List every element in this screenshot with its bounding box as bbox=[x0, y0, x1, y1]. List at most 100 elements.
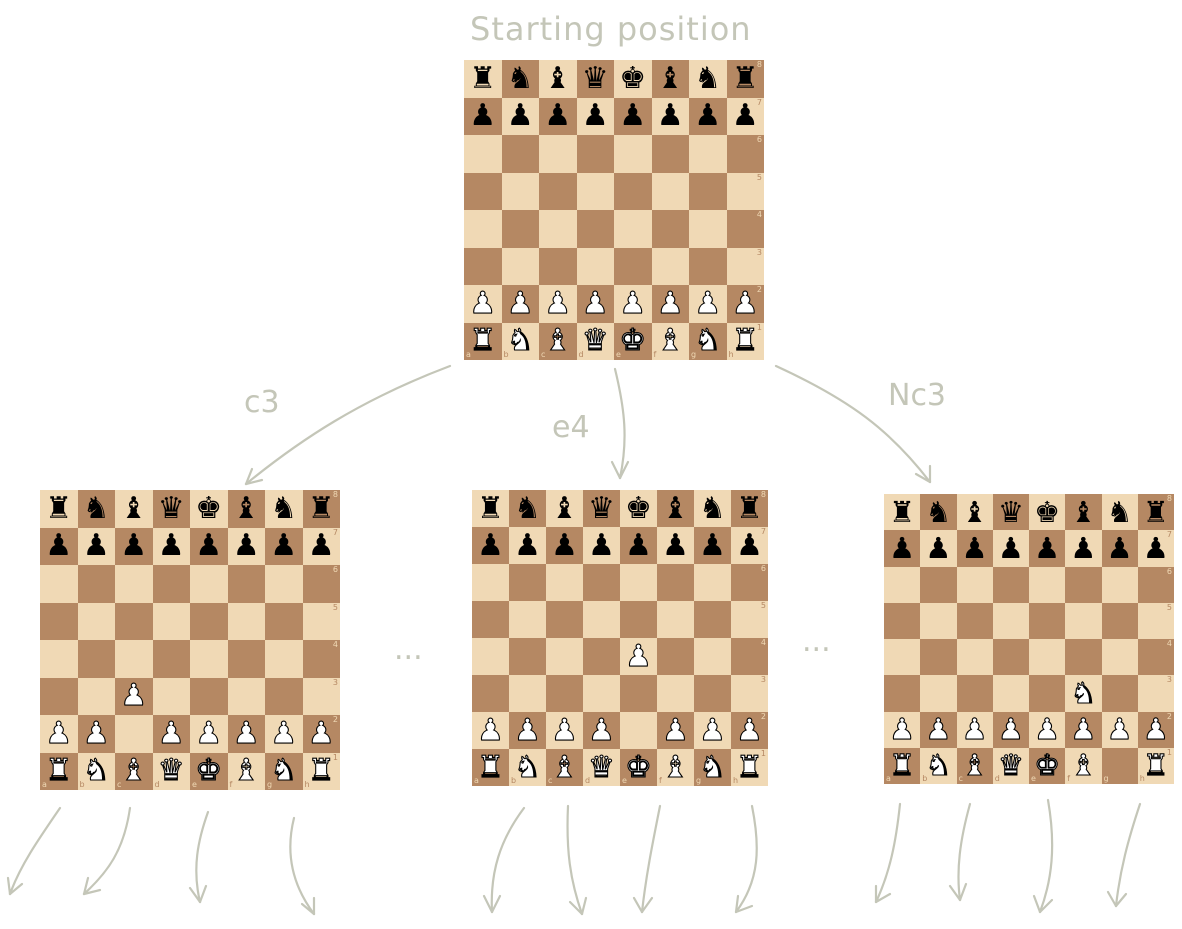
square-e6 bbox=[620, 564, 657, 601]
rank-label: 5 bbox=[760, 601, 766, 610]
square-f7: ♟ bbox=[651, 97, 689, 135]
file-label: h bbox=[1139, 774, 1145, 783]
square-e5 bbox=[190, 602, 228, 640]
square-b7: ♟ bbox=[501, 97, 539, 135]
black-pawn-icon: ♟ bbox=[544, 98, 572, 134]
rank-label: 5 bbox=[756, 172, 762, 182]
black-pawn-icon: ♟ bbox=[1034, 530, 1061, 565]
file-label: c bbox=[541, 350, 546, 359]
square-a8: ♜ bbox=[40, 490, 78, 528]
square-d1: ♛d bbox=[576, 322, 614, 360]
square-g7: ♟ bbox=[1101, 530, 1138, 567]
square-e8: ♚ bbox=[1029, 494, 1066, 531]
file-label: b bbox=[79, 780, 85, 789]
black-pawn-icon: ♟ bbox=[736, 527, 763, 563]
square-e2 bbox=[620, 712, 657, 749]
black-pawn-icon: ♟ bbox=[625, 527, 652, 563]
square-h2: ♟2 bbox=[1137, 711, 1174, 748]
white-king-icon: ♚ bbox=[1034, 748, 1061, 783]
file-label: g bbox=[691, 350, 697, 359]
black-rook-icon: ♜ bbox=[469, 60, 497, 96]
square-g1: ♞g bbox=[265, 752, 303, 790]
square-f2: ♟ bbox=[227, 715, 265, 753]
white-pawn-icon: ♟ bbox=[232, 715, 260, 751]
square-h3: 3 bbox=[731, 675, 768, 712]
square-b8: ♞ bbox=[77, 490, 115, 528]
square-a1: ♜a bbox=[464, 322, 502, 360]
square-e3 bbox=[190, 677, 228, 715]
white-pawn-icon: ♟ bbox=[550, 712, 578, 748]
square-f3: ♞ bbox=[1065, 675, 1102, 712]
black-pawn-icon: ♟ bbox=[307, 528, 335, 564]
black-bishop-icon: ♝ bbox=[551, 490, 578, 526]
square-c8: ♝ bbox=[956, 494, 993, 531]
white-pawn-icon: ♟ bbox=[1142, 712, 1169, 747]
black-pawn-icon: ♟ bbox=[469, 98, 497, 134]
rank-label: 8 bbox=[332, 490, 338, 499]
black-pawn-icon: ♟ bbox=[925, 530, 952, 565]
square-g5 bbox=[694, 601, 731, 638]
file-label: h bbox=[728, 350, 734, 359]
square-c7: ♟ bbox=[115, 527, 153, 565]
white-queen-icon: ♛ bbox=[997, 748, 1024, 783]
square-a4 bbox=[472, 638, 509, 675]
square-f5 bbox=[1065, 602, 1102, 639]
square-h2: ♟2 bbox=[731, 712, 768, 749]
square-a2: ♟ bbox=[472, 712, 509, 749]
square-b1: ♞b bbox=[77, 752, 115, 790]
black-knight-icon: ♞ bbox=[270, 490, 298, 526]
square-e7: ♟ bbox=[614, 97, 652, 135]
square-g2: ♟ bbox=[694, 712, 731, 749]
square-c7: ♟ bbox=[546, 527, 583, 564]
square-b3 bbox=[920, 675, 957, 712]
square-f4 bbox=[1065, 639, 1102, 676]
arrows-below-nc3 bbox=[874, 798, 1142, 914]
file-label: h bbox=[304, 780, 310, 789]
square-d6 bbox=[576, 135, 614, 173]
white-rook-icon: ♜ bbox=[45, 753, 73, 789]
black-pawn-icon: ♟ bbox=[581, 98, 609, 134]
square-c3 bbox=[956, 675, 993, 712]
square-d3 bbox=[576, 247, 614, 285]
square-e3 bbox=[614, 247, 652, 285]
square-d7: ♟ bbox=[152, 527, 190, 565]
square-f3 bbox=[651, 247, 689, 285]
square-f8: ♝ bbox=[657, 490, 694, 527]
rank-label: 3 bbox=[1166, 675, 1172, 685]
black-bishop-icon: ♝ bbox=[120, 490, 148, 526]
square-h6: 6 bbox=[726, 135, 764, 173]
white-rook-icon: ♜ bbox=[476, 749, 504, 785]
square-c2 bbox=[115, 715, 153, 753]
square-b5 bbox=[77, 602, 115, 640]
square-e4 bbox=[190, 640, 228, 678]
square-h6: 6 bbox=[1137, 566, 1174, 603]
white-queen-icon: ♛ bbox=[157, 753, 185, 789]
square-f7: ♟ bbox=[657, 527, 694, 564]
square-g1: g bbox=[1101, 747, 1138, 784]
white-pawn-icon: ♟ bbox=[961, 712, 988, 747]
white-pawn-icon: ♟ bbox=[731, 285, 759, 321]
black-pawn-icon: ♟ bbox=[662, 527, 689, 563]
square-h2: ♟2 bbox=[302, 715, 340, 753]
file-label: d bbox=[585, 776, 591, 785]
square-d6 bbox=[152, 565, 190, 603]
square-d7: ♟ bbox=[992, 530, 1029, 567]
white-pawn-icon: ♟ bbox=[1070, 712, 1097, 747]
white-king-icon: ♚ bbox=[619, 323, 647, 359]
square-b8: ♞ bbox=[920, 494, 957, 531]
black-pawn-icon: ♟ bbox=[1142, 530, 1169, 565]
square-f4 bbox=[227, 640, 265, 678]
rank-label: 4 bbox=[760, 638, 766, 647]
square-d1: ♛d bbox=[992, 747, 1029, 784]
square-g3 bbox=[694, 675, 731, 712]
white-rook-icon: ♜ bbox=[1142, 748, 1169, 783]
white-pawn-icon: ♟ bbox=[925, 712, 952, 747]
black-queen-icon: ♛ bbox=[997, 494, 1024, 529]
black-queen-icon: ♛ bbox=[581, 60, 609, 96]
rank-label: 6 bbox=[756, 135, 762, 144]
rank-label: 1 bbox=[756, 322, 762, 332]
square-b8: ♞ bbox=[509, 490, 546, 527]
white-bishop-icon: ♝ bbox=[961, 748, 988, 783]
